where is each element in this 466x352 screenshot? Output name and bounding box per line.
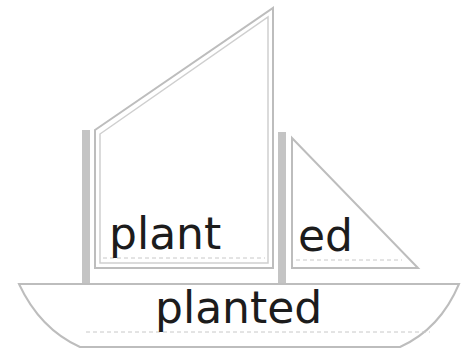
word-part: planted [155,286,322,330]
guide-line [86,332,430,333]
fore-mast [278,132,286,283]
sail-inner-frame [100,17,268,263]
guide-line [296,260,402,261]
sail-shape [292,138,418,268]
main-mast [82,130,90,283]
hull: planted [18,283,460,349]
fore-sail: ed [290,138,420,268]
word-part: plant [109,212,221,256]
guide-line [103,258,265,259]
main-sail: plant [95,8,273,268]
sail-shape [95,8,273,268]
hull-shape [19,284,459,347]
word-part: ed [298,214,353,258]
